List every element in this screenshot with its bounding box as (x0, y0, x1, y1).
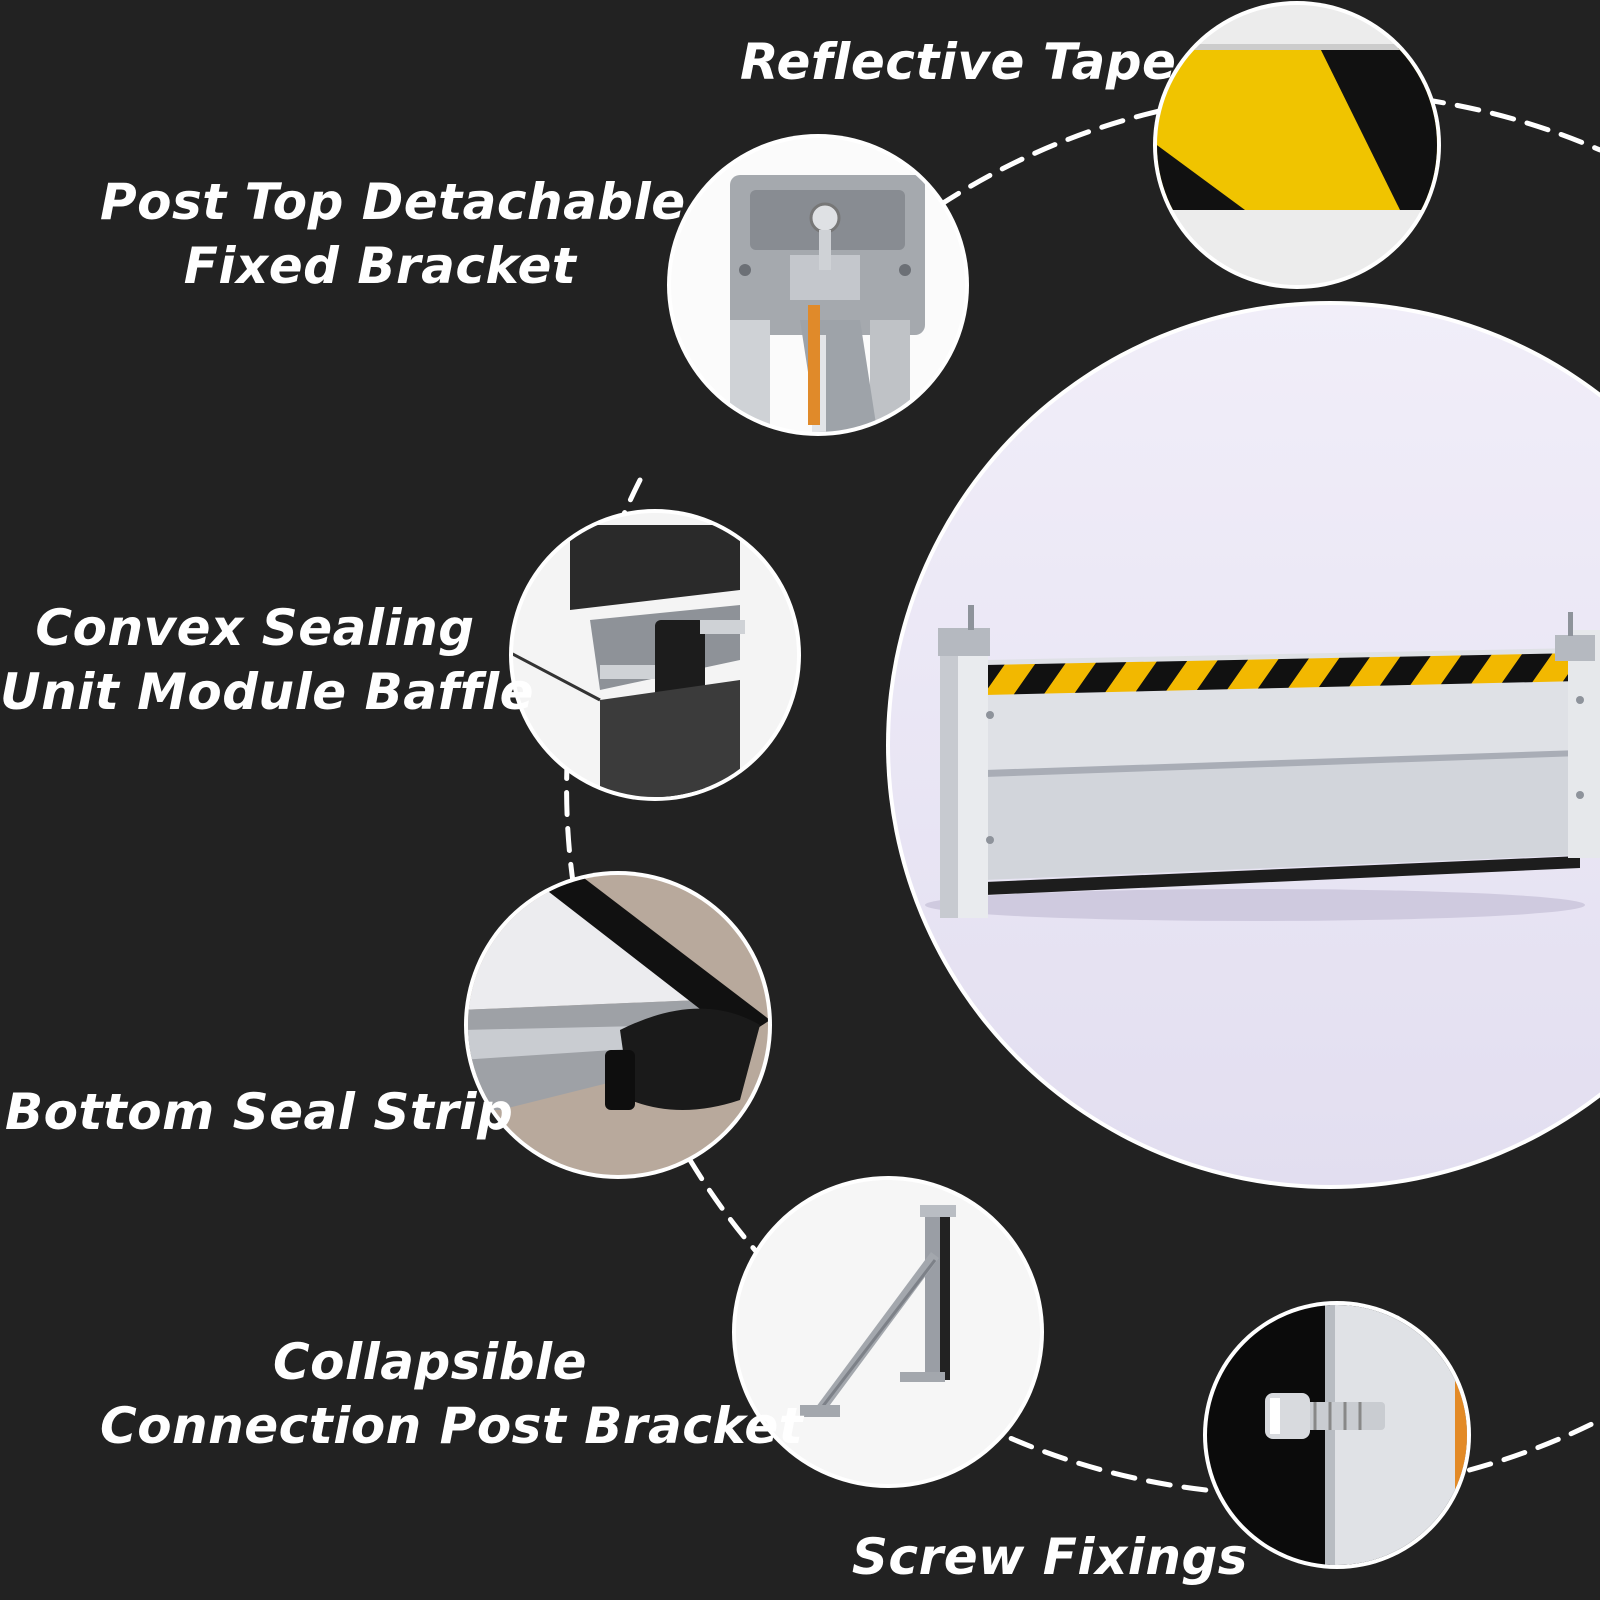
label-collapsible-bracket: Collapsible Connection Post Bracket (100, 1330, 804, 1458)
label-bottom-seal-line-1: Bottom Seal Strip (5, 1083, 514, 1141)
label-post-top-bracket-line-2: Fixed Bracket (183, 237, 577, 295)
label-collapsible-bracket-line-1: Collapsible (272, 1333, 588, 1391)
label-convex-sealing-line-1: Convex Sealing (35, 599, 475, 657)
label-bottom-seal: Bottom Seal Strip (5, 1080, 514, 1144)
label-reflective-tape-line-1: Reflective Tape (740, 33, 1177, 91)
label-convex-sealing: Convex Sealing Unit Module Baffle (0, 596, 534, 724)
label-reflective-tape: Reflective Tape (740, 30, 1177, 94)
label-convex-sealing-line-2: Unit Module Baffle (0, 663, 534, 721)
label-screw-fixings: Screw Fixings (850, 1525, 1250, 1589)
label-post-top-bracket-line-1: Post Top Detachable (100, 173, 686, 231)
label-screw-fixings-line-1: Screw Fixings (851, 1528, 1249, 1586)
label-collapsible-bracket-line-2: Connection Post Bracket (100, 1397, 804, 1455)
label-post-top-bracket: Post Top Detachable Fixed Bracket (100, 170, 686, 298)
